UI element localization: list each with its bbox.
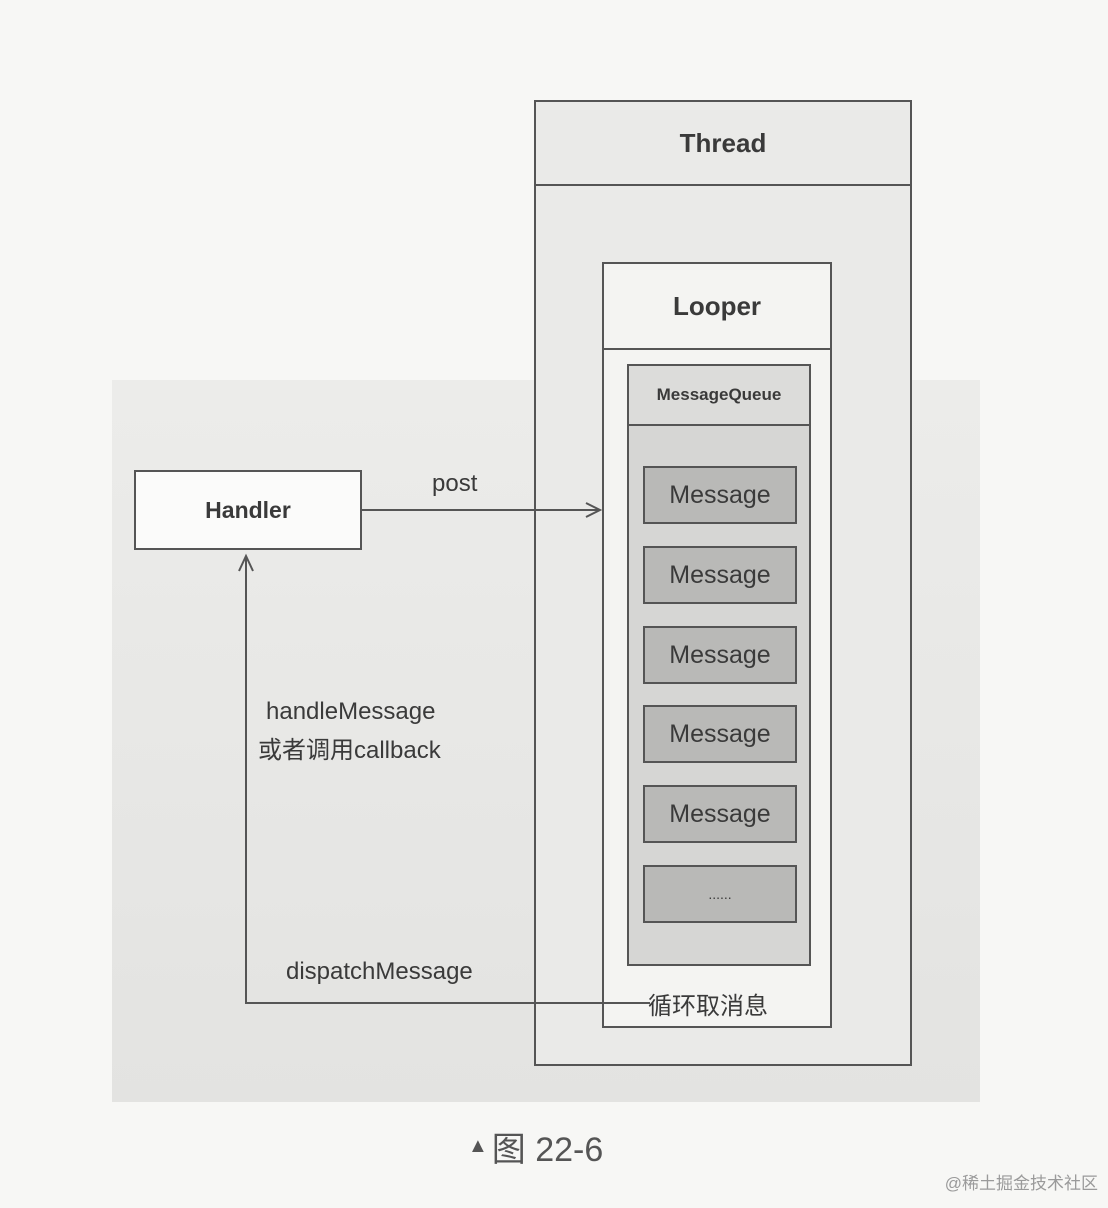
- thread-title: Thread: [536, 102, 910, 186]
- post-label: post: [432, 470, 478, 497]
- dispatch-arrow-line: [245, 556, 650, 1004]
- looper-title: Looper: [604, 264, 830, 350]
- message-item-3: Message: [643, 626, 797, 684]
- callback-label: 或者调用callback: [258, 737, 441, 764]
- watermark-text: @稀土掘金技术社区: [944, 1174, 1098, 1193]
- caption-text: 图 22-6: [491, 1131, 604, 1169]
- message-item-4: Message: [643, 705, 797, 763]
- handle-message-label: handleMessage: [266, 698, 436, 725]
- message-item-5: Message: [643, 785, 797, 843]
- post-arrow-head: [585, 502, 603, 518]
- loop-fetch-label: 循环取消息: [648, 993, 768, 1020]
- message-item-ellipsis: ......: [643, 865, 797, 923]
- dispatch-arrow-head: [238, 553, 254, 572]
- message-queue-title: MessageQueue: [629, 366, 809, 426]
- caption-marker: ▲: [468, 1135, 488, 1157]
- message-item-1: Message: [643, 466, 797, 524]
- message-item-2: Message: [643, 546, 797, 604]
- dispatch-message-label: dispatchMessage: [286, 958, 473, 985]
- figure-caption: ▲ 图 22-6: [468, 1122, 603, 1171]
- handler-box: Handler: [134, 470, 362, 550]
